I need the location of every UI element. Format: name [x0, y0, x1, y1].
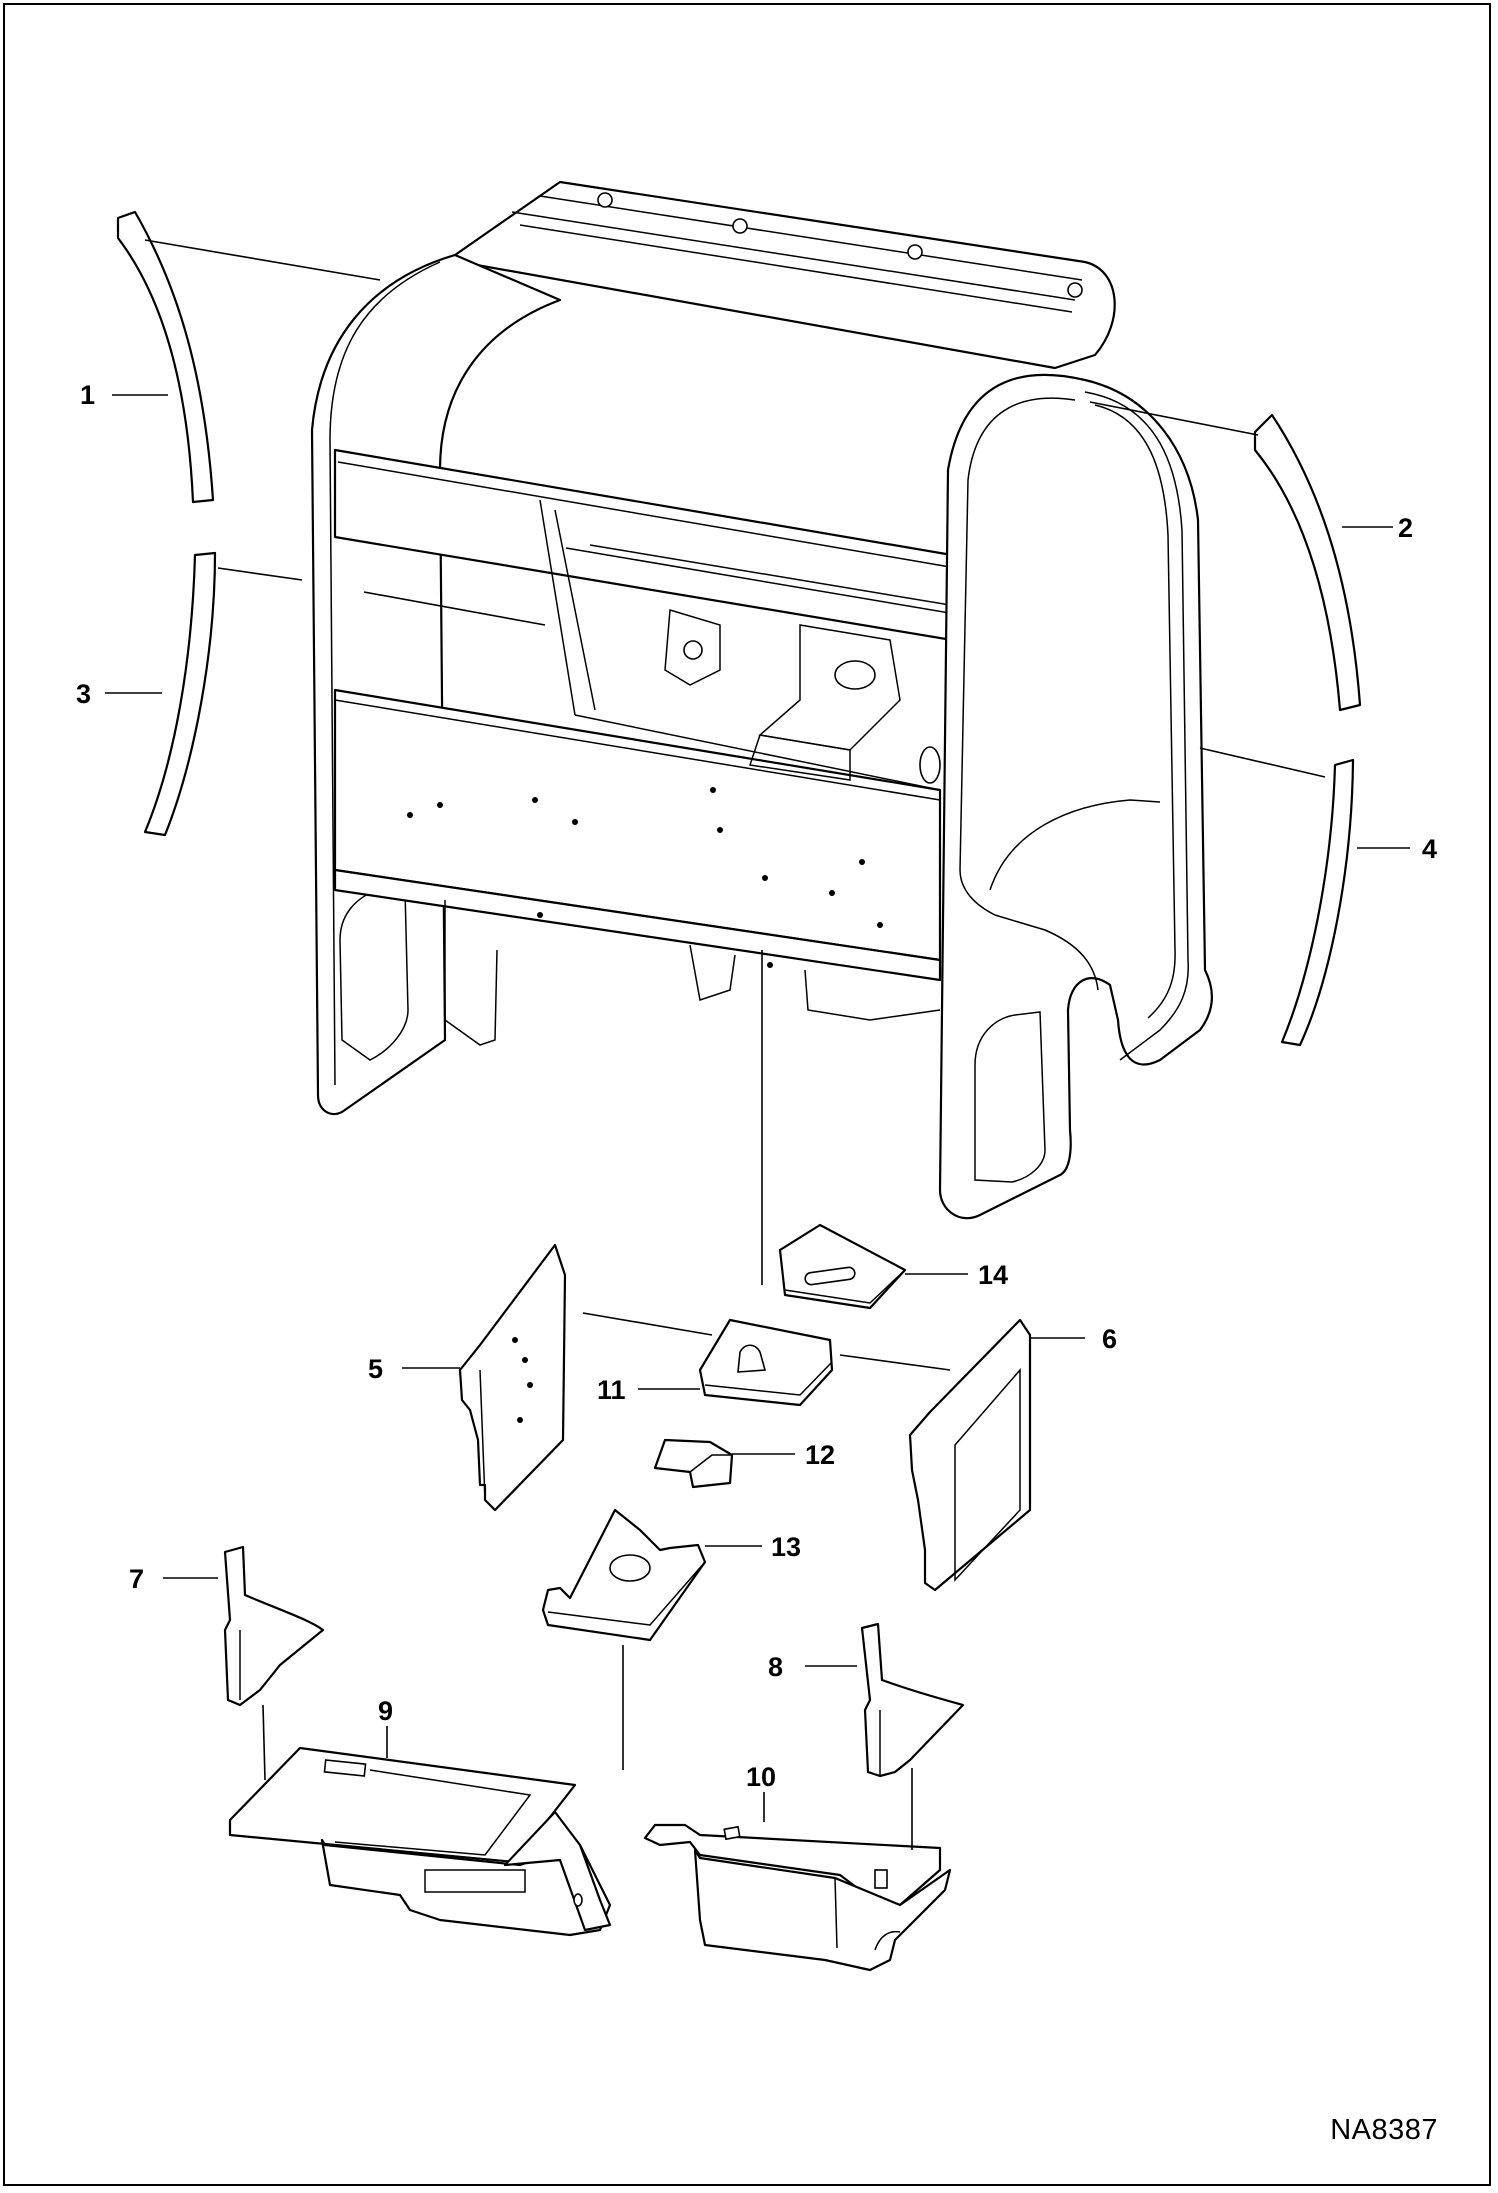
callout-5: 5 — [368, 1354, 383, 1384]
seal-2 — [1253, 413, 1362, 712]
bracket-7 — [223, 1545, 325, 1707]
seal-4 — [1280, 758, 1355, 1047]
callout-9: 9 — [378, 1696, 393, 1726]
callout-labels: 1 2 3 4 5 6 7 8 9 10 11 12 13 14 — [76, 380, 1437, 1792]
seal-1 — [116, 210, 215, 504]
floor-plate-9 — [228, 1746, 612, 1937]
callout-10: 10 — [746, 1762, 776, 1792]
plate-14 — [778, 1223, 907, 1310]
drawing-number: NA8387 — [1330, 2114, 1438, 2146]
block-12 — [653, 1438, 734, 1489]
side-plate-6 — [908, 1318, 1032, 1592]
callout-1: 1 — [80, 380, 95, 410]
bracket-8 — [860, 1622, 965, 1778]
diagram-border — [3, 3, 1491, 2186]
callout-2: 2 — [1398, 513, 1413, 543]
callout-12: 12 — [805, 1440, 835, 1470]
plate-13 — [541, 1508, 707, 1642]
plate-11 — [698, 1318, 834, 1407]
callout-4: 4 — [1422, 834, 1437, 864]
callout-3: 3 — [76, 679, 91, 709]
floor-plate-10 — [643, 1823, 952, 1972]
callout-7: 7 — [129, 1564, 144, 1594]
callout-8: 8 — [768, 1652, 783, 1682]
callout-11: 11 — [597, 1375, 626, 1405]
side-plate-5 — [458, 1243, 567, 1512]
callout-13: 13 — [771, 1532, 801, 1562]
callout-14: 14 — [978, 1260, 1008, 1290]
seal-3 — [143, 551, 217, 837]
callout-6: 6 — [1102, 1324, 1117, 1354]
cab-frame — [310, 180, 1214, 1220]
leader-lines — [105, 239, 1410, 1850]
